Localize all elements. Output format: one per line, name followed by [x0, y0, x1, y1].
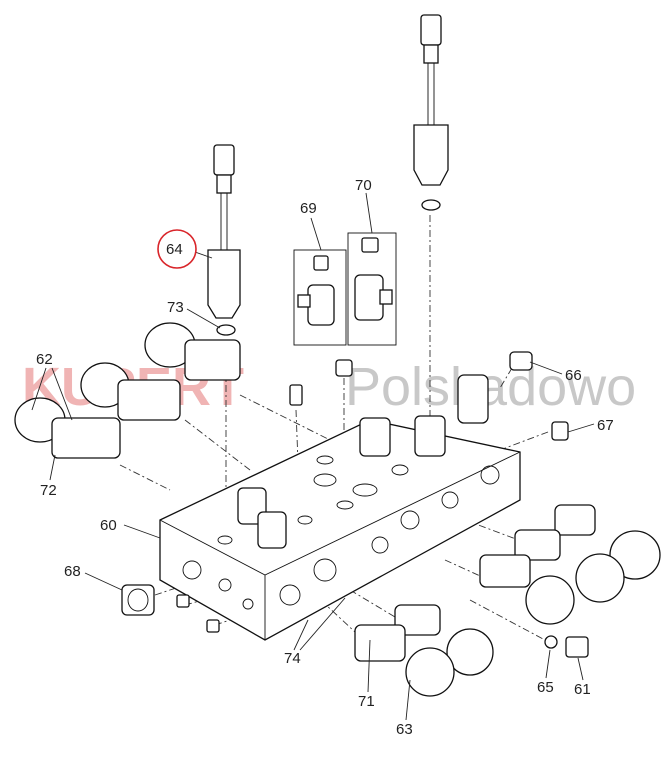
callout-70: 70 [355, 177, 372, 194]
solenoids-right [354, 504, 661, 697]
valves-top [237, 374, 489, 549]
callout-74: 74 [284, 650, 301, 667]
small-fittings [176, 351, 589, 658]
callout-68: 68 [64, 563, 81, 580]
callout-labels: 64 73 69 70 62 72 60 68 66 67 74 65 61 7… [36, 177, 614, 738]
center-lines [119, 215, 549, 661]
solenoids-left [14, 322, 241, 459]
callout-69: 69 [300, 200, 317, 217]
callout-62: 62 [36, 351, 53, 368]
fitting-68 [121, 584, 155, 616]
callout-61: 61 [574, 681, 591, 698]
leader-lines [31, 192, 595, 721]
callout-60: 60 [100, 517, 117, 534]
sensor-64 [207, 144, 241, 336]
highlight-circle [157, 229, 197, 269]
callout-71: 71 [358, 693, 375, 710]
pressure-switch-top [413, 14, 449, 211]
callout-67: 67 [597, 417, 614, 434]
callout-65: 65 [537, 679, 554, 696]
manifold-block [159, 419, 521, 641]
callout-72: 72 [40, 482, 57, 499]
watermark-suffix: Polskadowo [345, 357, 636, 417]
fitting-box-70 [347, 232, 397, 346]
callout-66: 66 [565, 367, 582, 384]
callout-63: 63 [396, 721, 413, 738]
callout-73: 73 [167, 299, 184, 316]
callout-64: 64 [166, 241, 183, 258]
fitting-box-69 [293, 249, 347, 346]
